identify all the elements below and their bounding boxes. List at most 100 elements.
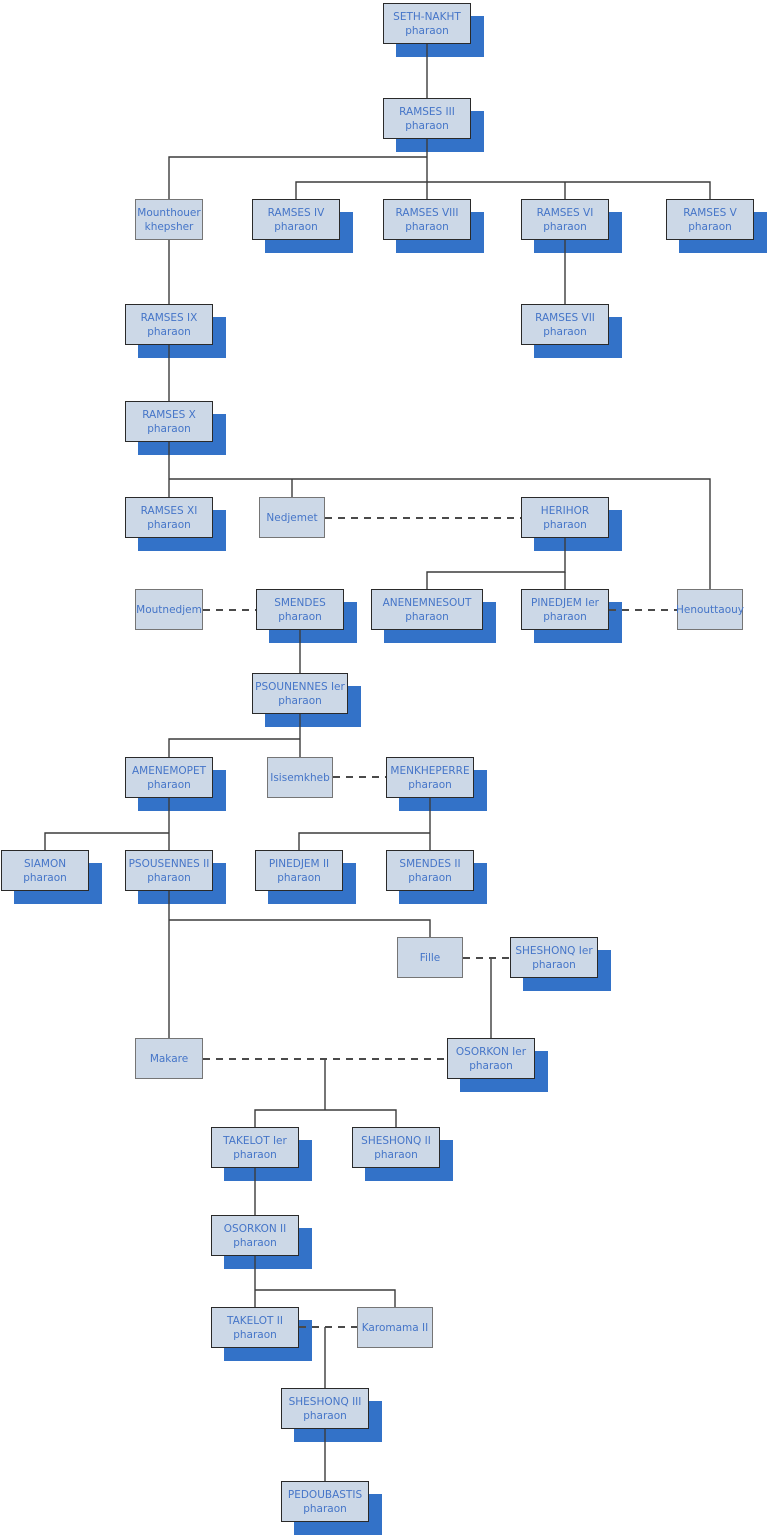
descent-connector [169,919,431,937]
descent-connector [254,1109,397,1127]
node-isisemkheb[interactable]: Isisemkheb [267,757,333,798]
node-label: HERIHOR [540,504,590,517]
node-label: ANENEMNESOUT [382,596,472,609]
node-sublabel: pharaon [23,871,67,884]
descent-connector [255,1289,396,1307]
node-sublabel: pharaon [405,24,449,37]
node-label: SIAMON [23,857,67,870]
node-label: SMENDES [274,596,326,609]
node-label: Makare [149,1052,189,1065]
node-label: PEDOUBASTIS [287,1488,363,1501]
node-sublabel: pharaon [303,1409,347,1422]
descent-connector [168,738,300,757]
node-label: SHESHONQ II [361,1134,431,1147]
descent-connector [298,832,430,850]
node-sublabel: pharaon [543,610,587,623]
node-sublabel: pharaon [543,325,587,338]
node-label: OSORKON II [223,1222,287,1235]
node-label: OSORKON Ier [455,1045,527,1058]
node-karomama-ii[interactable]: Karomama II [357,1307,433,1348]
descent-connector [169,478,711,589]
node-sublabel: pharaon [147,422,191,435]
node-sublabel: pharaon [408,778,452,791]
node-fille[interactable]: Fille [397,937,463,978]
node-label: PINEDJEM II [268,857,330,870]
node-label: Fille [419,951,441,964]
node-sublabel: pharaon [274,220,318,233]
node-label: RAMSES IV [267,206,325,219]
node-label: Mounthouer [137,206,201,219]
node-sublabel: pharaon [147,871,191,884]
node-label: RAMSES VII [535,311,595,324]
node-sublabel: pharaon [277,871,321,884]
node-sublabel: pharaon [469,1059,513,1072]
node-label: SMENDES II [399,857,461,870]
node-sublabel: pharaon [147,325,191,338]
node-sublabel: pharaon [278,610,322,623]
node-nedjemet[interactable]: Nedjemet [259,497,325,538]
descent-connector [295,181,711,199]
node-label: Henouttaouy [675,603,745,616]
node-sublabel: pharaon [405,119,449,132]
node-sublabel: pharaon [532,958,576,971]
node-label: RAMSES III [399,105,455,118]
node-label: Moutnedjem [136,603,202,616]
node-label: RAMSES IX [140,311,198,324]
node-henouttaouy[interactable]: Henouttaouy [675,589,745,630]
node-label: TAKELOT II [227,1314,283,1327]
node-sublabel: pharaon [278,694,322,707]
node-label: RAMSES X [142,408,196,421]
node-label: SHESHONQ Ier [515,944,593,957]
node-label: SETH-NAKHT [393,10,461,23]
node-sublabel: pharaon [405,610,449,623]
node-sublabel: pharaon [405,220,449,233]
node-sublabel: pharaon [374,1148,418,1161]
node-sublabel: pharaon [543,220,587,233]
node-label: RAMSES VIII [395,206,459,219]
descent-connector [168,156,427,199]
node-label: AMENEMOPET [131,764,207,777]
node-sublabel: pharaon [543,518,587,531]
node-moutnedjem[interactable]: Moutnedjem [135,589,203,630]
node-sublabel: pharaon [303,1502,347,1515]
node-label: PSOUSENNES II [128,857,210,870]
descent-connector [44,832,169,850]
descent-connector [426,538,566,589]
node-makare[interactable]: Makare [135,1038,203,1079]
node-label: MENKHEPERRE [390,764,470,777]
node-sublabel: khepsher [144,220,194,233]
node-label: PINEDJEM Ier [530,596,599,609]
node-label: SHESHONQ III [288,1395,362,1408]
